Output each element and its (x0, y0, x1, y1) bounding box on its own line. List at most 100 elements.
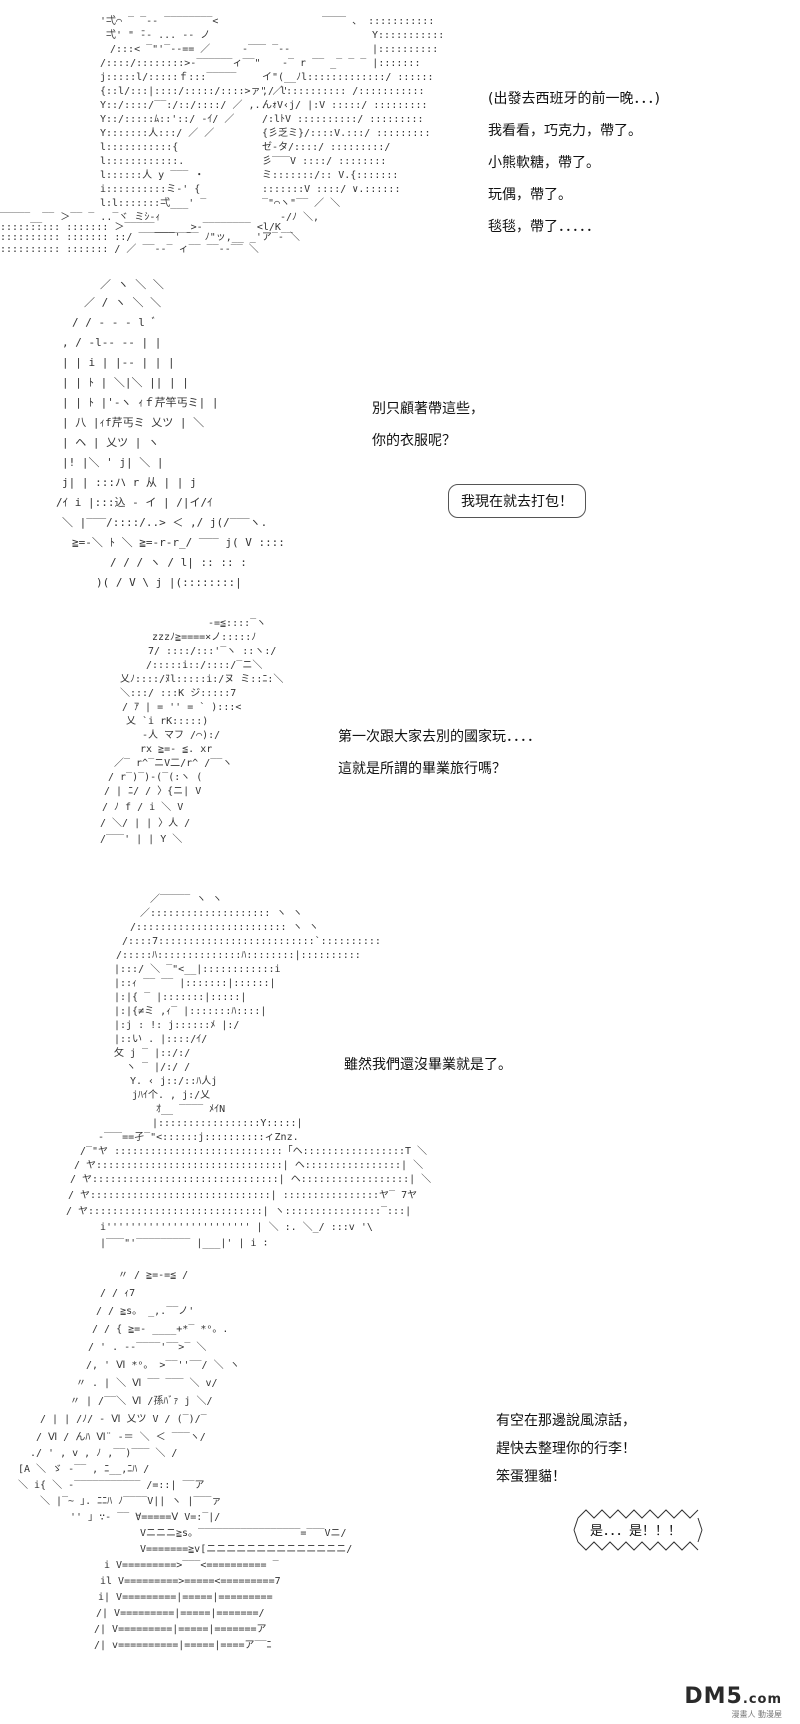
svg-text:i'''''''''''''''''''''''' | ＼: i'''''''''''''''''''''''' | ＼ :. ＼_/ :::… (100, 1221, 373, 1233)
dialogue-line: 第一次跟大家去別的國家玩．．．． (338, 729, 541, 745)
svg-text::::::::::: ::::::: ＞‾‾‾‾‾_____: :::::::::: ::::::: ＞‾‾‾‾‾______>-‾‾‾‾‾‾‾… (0, 222, 294, 233)
svg-text:rx ≧=- ≦. xr: rx ≧=- ≦. xr (140, 744, 212, 755)
logo-subtitle: 漫畫人 動漫屋 (731, 1710, 782, 1719)
ascii-art-short-hair-girl: ／‾‾‾‾‾ ヽ ヽ ／:::::::::::::::::::: ヽ ヽ /::… (60, 888, 431, 1258)
ascii-art-girl-with-blanket: '弌⌒ ‾ ‾-- ‾‾‾‾‾‾‾‾< ‾‾‾‾ 、 ::::::::::: 弌… (0, 8, 444, 258)
svg-text:/| v==========|=====|===: /| v==========|=====|====ア‾‾ﾆ (94, 1640, 272, 1651)
svg-text:| | i | |-- | | |: | | i | |-- | | | (62, 356, 175, 369)
svg-text:,/ l:::::::::: /:::::::::::: ,/ l:::::::::: /::::::::::: (262, 86, 425, 97)
dialogue-line: 笨蛋狸貓！ (496, 1469, 566, 1485)
dialogue-line: 別只顧著帶這些， (372, 401, 484, 417)
svg-text:l::::::人 y ‾‾‾ ・: l::::::人 y ‾‾‾ ・ (100, 169, 204, 181)
svg-text:/ / { ≧=- ____+: / / { ≧=- ____+*‾ *ᵒ。. (92, 1324, 228, 1335)
svg-text:/::::/::::::::>-‾‾‾‾‾‾ィ‾‾": /::::/::::::::>-‾‾‾‾‾‾ィ‾‾" (100, 58, 261, 69)
shout-text: 是．．．是！！！ (590, 1524, 681, 1539)
ascii-art-sleepy-girl: -=≦::::‾ヽ zzzﾉ≧====×ノ:::::ﾉ 7/ ::::/:::'… (90, 610, 320, 870)
svg-text:-=≦::::‾ヽ: -=≦::::‾ヽ (208, 618, 266, 629)
svg-text:Y:::::::::::: Y::::::::::: (372, 30, 444, 41)
svg-text:Y. ‹ j::/::ﾊ人j: Y. ‹ j::/::ﾊ人j (130, 1075, 217, 1087)
svg-text:‾‾‾‾‾__‾‾ ＞‾‾ ‾ ..‾ヾ ミｼ-ｨ: ‾‾‾‾‾__‾‾ ＞‾‾ ‾ ..‾ヾ ミｼ-ｨ (0, 212, 160, 223)
dialogue-line: 趕快去整理你的行李！ (496, 1441, 636, 1457)
svg-text:| 八 |ｨf芹丐ミ 乂ツ | ＼: | 八 |ｨf芹丐ミ 乂ツ | ＼ (62, 416, 204, 429)
svg-text:V=======≧v[ニニニニニニニニニニニニニニ/: V=======≧v[ニニニニニニニニニニニニニニ/ (140, 1544, 352, 1555)
svg-text:/:::::ﾊ::::::::::::::ﾊ::::::::: /:::::ﾊ::::::::::::::ﾊ::::::::|:::::::::… (116, 950, 361, 961)
svg-text:/ ＼/ | | 〉人 /: / ＼/ | | 〉人 / (100, 817, 190, 829)
dialogue-line: 這就是所謂的畢業旅行嗎？ (338, 761, 506, 777)
svg-text:i::::::::::ミ-' {: i::::::::::ミ-' { (100, 184, 200, 195)
narration-line: 我看看，巧克力，帶了。 (488, 123, 642, 139)
svg-text:|:|{≠ミ ,ｨ‾ |:::::::ﾊ::: |:|{≠ミ ,ｨ‾ |:::::::ﾊ::::| (114, 1006, 266, 1017)
svg-text:/| V=========|=====|======: /| V=========|=====|=======/ (96, 1608, 265, 1619)
svg-text:'' ｣ ∵‐ ‾‾ ∀====: '' ｣ ∵‐ ‾‾ ∀=====Ⅴ V=:‾|/ (70, 1512, 220, 1523)
svg-text:|! |＼ ' j| ＼ |: |! |＼ ' j| ＼ | (62, 456, 163, 469)
svg-text:/ｲ i |:::込 ‐ イ | /|イ/ｲ: /ｲ i |:::込 ‐ イ | /|イ/ｲ (56, 496, 213, 509)
svg-text:／ / ヽ ＼ ＼: ／ / ヽ ＼ ＼ (84, 296, 161, 309)
narration-line: 小熊軟糖，帶了。 (488, 155, 600, 171)
svg-text:/ ヤ::::::::::::::::::::::::: / ヤ::::::::::::::::::::::::::::::| :::::… (68, 1190, 417, 1201)
svg-text:ゼ-タ/::::/ :::::::::/: ゼ-タ/::::/ :::::::::/ (262, 141, 390, 153)
svg-text:'弌⌒ ‾ ‾-- ‾‾‾‾‾‾‾‾<: '弌⌒ ‾ ‾-- ‾‾‾‾‾‾‾‾< (100, 14, 218, 27)
svg-text:{::l/:::|::::/:::::/::::>ァ" ／': {::l/:::|::::/:::::/::::>ァ" ／' (100, 85, 289, 97)
svg-text:/ | ﾆ/ / 〉{ニ| V: / | ﾆ/ / 〉{ニ| V (104, 785, 201, 797)
shout-bubble: 是．．．是！！！ (573, 1504, 704, 1554)
svg-text:|::::::::::: |:::::::::: (372, 44, 438, 55)
svg-text:乂 `i rK:::::): 乂 `i rK:::::) (126, 715, 208, 727)
svg-text:, / -l-- -- |: , / -l-- -- | | (62, 336, 161, 349)
svg-text:|‾‾‾"'‾‾‾‾‾‾‾‾‾ |___|' |: |‾‾‾"'‾‾‾‾‾‾‾‾‾ |___|' | i ∶ (100, 1238, 269, 1249)
svg-text:/::::::::::::::::::::::::: ヽ: /::::::::::::::::::::::::: ヽ ヽ (130, 922, 319, 933)
svg-text:| | ﾄ |'-ヽ ｨｆ芹竿丐ミ| |: | | ﾄ |'-ヽ ｨｆ芹竿丐ミ| | (62, 395, 218, 409)
panel-4: ／‾‾‾‾‾ ヽ ヽ ／:::::::::::::::::::: ヽ ヽ /::… (0, 880, 800, 1260)
svg-text:/ ヤ:::::::::::::::::::::::: / ヤ:::::::::::::::::::::::::::::| ヽ:::::… (66, 1206, 411, 1217)
svg-text:j| | :::ハ r 从 | |: j| | :::ハ r 从 | | j (62, 476, 197, 489)
svg-text:乂ﾉ::::/ﾇl:::::i:/ヌ ミ::ﾆ:＼: 乂ﾉ::::/ﾇl:::::i:/ヌ ミ::ﾆ:＼ (120, 673, 283, 685)
svg-text:/ ヤ::::::::::::::::::::::::::: / ヤ:::::::::::::::::::::::::::::::| ヘ:::… (74, 1159, 423, 1171)
svg-text:/‾‾‾' | | Y ＼: /‾‾‾' | | Y ＼ (100, 833, 182, 845)
svg-text:/‾"ヤ :::::::::::::::::::::::::: /‾"ヤ ::::::::::::::::::::::::::::「ヘ:::::… (80, 1145, 427, 1157)
svg-text:〃 / ≧=-=≦ /: 〃 / ≧=-=≦ / (118, 1270, 188, 1281)
site-logo: DM5.com 漫畫人 動漫屋 (684, 1684, 782, 1720)
panel-3: -=≦::::‾ヽ zzzﾉ≧====×ノ:::::ﾉ 7/ ::::/:::'… (0, 610, 800, 880)
svg-text:/ r‾)‾)‐(‾(:ヽ (: / r‾)‾)‐(‾(:ヽ ( (108, 772, 202, 783)
svg-text:./ ' , v ,: ./ ' , v , ﾉ ,‾‾)‾‾‾ ＼ / (30, 1447, 177, 1459)
svg-text:j:::::l/:::::ｆ:::‾‾‾‾‾: j:::::l/:::::ｆ:::‾‾‾‾‾ (100, 71, 237, 83)
svg-text:/ /: / / ｨ7 (100, 1288, 135, 1299)
svg-text:-‾‾‾ ‾--: -‾‾‾ ‾-- (242, 44, 290, 55)
svg-text:/ ヤ:::::::::::::::::::::::::: / ヤ:::::::::::::::::::::::::::::::| ヘ:::… (70, 1173, 431, 1185)
svg-text:|:j : !: j::::::ﾒ: |:j : !: j::::::ﾒ |:/ (114, 1020, 239, 1031)
svg-text:/::::7::::::::::::::::::::::::: /::::7::::::::::::::::::::::::::`:::::::… (122, 935, 381, 947)
svg-text:/ ﾉ f / i ＼ V: / ﾉ f / i ＼ V (102, 801, 183, 813)
svg-text:-‾‾‾==孑‾"<::::::j::::::::::ィZn: -‾‾‾==孑‾"<::::::j::::::::::ィZnz. (98, 1131, 299, 1143)
svg-text:/:::::i::/::::/‾ニ＼: /:::::i::/::::/‾ニ＼ (146, 659, 262, 671)
svg-text:Y::/::::/‾‾:/::/::::/ ／ ,..: Y::/::::/‾‾:/::/::::/ ／ ,.. (100, 99, 267, 111)
svg-text:/:::< ‾"'‾--== ／: /:::< ‾"'‾--== ／ (110, 43, 210, 55)
svg-text:il V=========>=====<======: il V=========>=====<=========7 (100, 1576, 281, 1587)
svg-text:Y:::::::人:::/ ／ ／: Y:::::::人:::/ ／ ／ (100, 127, 214, 139)
narration-line: 毯毯，帶了．．．．． (488, 219, 600, 235)
svg-text:i| V=========|=====|======: i| V=========|=====|========= (98, 1592, 273, 1603)
svg-text:)( / V \ j |(::::::::|: )( / V \ j |(::::::::| (96, 576, 242, 589)
svg-text:l::::::::::::.: l::::::::::::. (100, 156, 184, 167)
panel-1: '弌⌒ ‾ ‾-- ‾‾‾‾‾‾‾‾< ‾‾‾‾ 、 ::::::::::: 弌… (0, 0, 800, 270)
dialogue-line: 雖然我們還沒畢業就是了。 (344, 1057, 512, 1073)
svg-text:/ / / ヽ / l| :: :: :: / / / ヽ / l| :: :: : (110, 556, 247, 569)
svg-text:んｫV‹j/ |:V :::::/ :::::::::: んｫV‹j/ |:V :::::/ ::::::::: (262, 99, 428, 111)
svg-text:‾‾‾‾ 、 :::::::::::: ‾‾‾‾ 、 ::::::::::: (322, 16, 434, 27)
svg-text:|:::/ ＼ ‾"<__|::::::::::::i: |:::/ ＼ ‾"<__|::::::::::::i (114, 963, 281, 975)
svg-text:／‾ r^‾ニV二/r^ /‾‾ヽ: ／‾ r^‾ニV二/r^ /‾‾ヽ (114, 757, 232, 769)
svg-text:＼ |‾‾‾/::::/..> ＜ ,/ j(/‾‾‾ヽ.: ＼ |‾‾‾/::::/..> ＜ ,/ j(/‾‾‾ヽ. (62, 516, 267, 529)
svg-text:jﾊｲ个. , j:/乂: jﾊｲ个. , j:/乂 (132, 1089, 210, 1101)
dialogue-line: 有空在那邊說風涼話， (496, 1413, 636, 1429)
svg-text:/| V=========|=====|=====: /| V=========|=====|=======ア (94, 1624, 267, 1635)
panel-5: 〃 / ≧=-=≦ / / / ｨ7 / / ≧s。 _,.‾‾ノ' / / {… (0, 1260, 800, 1724)
panel-2: ／ ヽ ＼ ＼ ／ / ヽ ＼ ＼ / / ‐ ‐ ‐ l ﾞ , / -l--… (0, 270, 800, 610)
svg-text:|::ｨ ‾‾ ‾‾ |:::::::|:::::: |::ｨ ‾‾ ‾‾ |:::::::|::::::| (114, 978, 276, 989)
svg-text:／ ヽ ＼ ＼: ／ ヽ ＼ ＼ (100, 278, 164, 291)
svg-text:彡‾‾‾V ::::/ ::::::::: 彡‾‾‾V ::::/ :::::::: (262, 156, 386, 167)
svg-text:弌' " ̄-- ... -- ノ: 弌' " ̄-- ... -- ノ (106, 28, 210, 41)
svg-text:l:::::::::::{: l:::::::::::{ (100, 142, 178, 153)
svg-text:‐人 マフ /⌒):/: ‐人 マフ /⌒):/ (142, 729, 220, 741)
svg-text::::::::::: ::::::: ::/ ‾‾‾‾: :::::::::: ::::::: ::/ ‾‾‾‾‾‾' ‾‾ ﾉ"ッ,__… (0, 231, 300, 243)
svg-text:-/ﾉ ＼,: -/ﾉ ＼, (280, 211, 319, 223)
svg-text:|:|{ ‾ |:::::::: |:|{ ‾ |:::::::|:::::| (114, 992, 246, 1003)
svg-text:ミ:::::::/:: V.{:::::::: ミ:::::::/:: V.{::::::: (262, 170, 398, 181)
